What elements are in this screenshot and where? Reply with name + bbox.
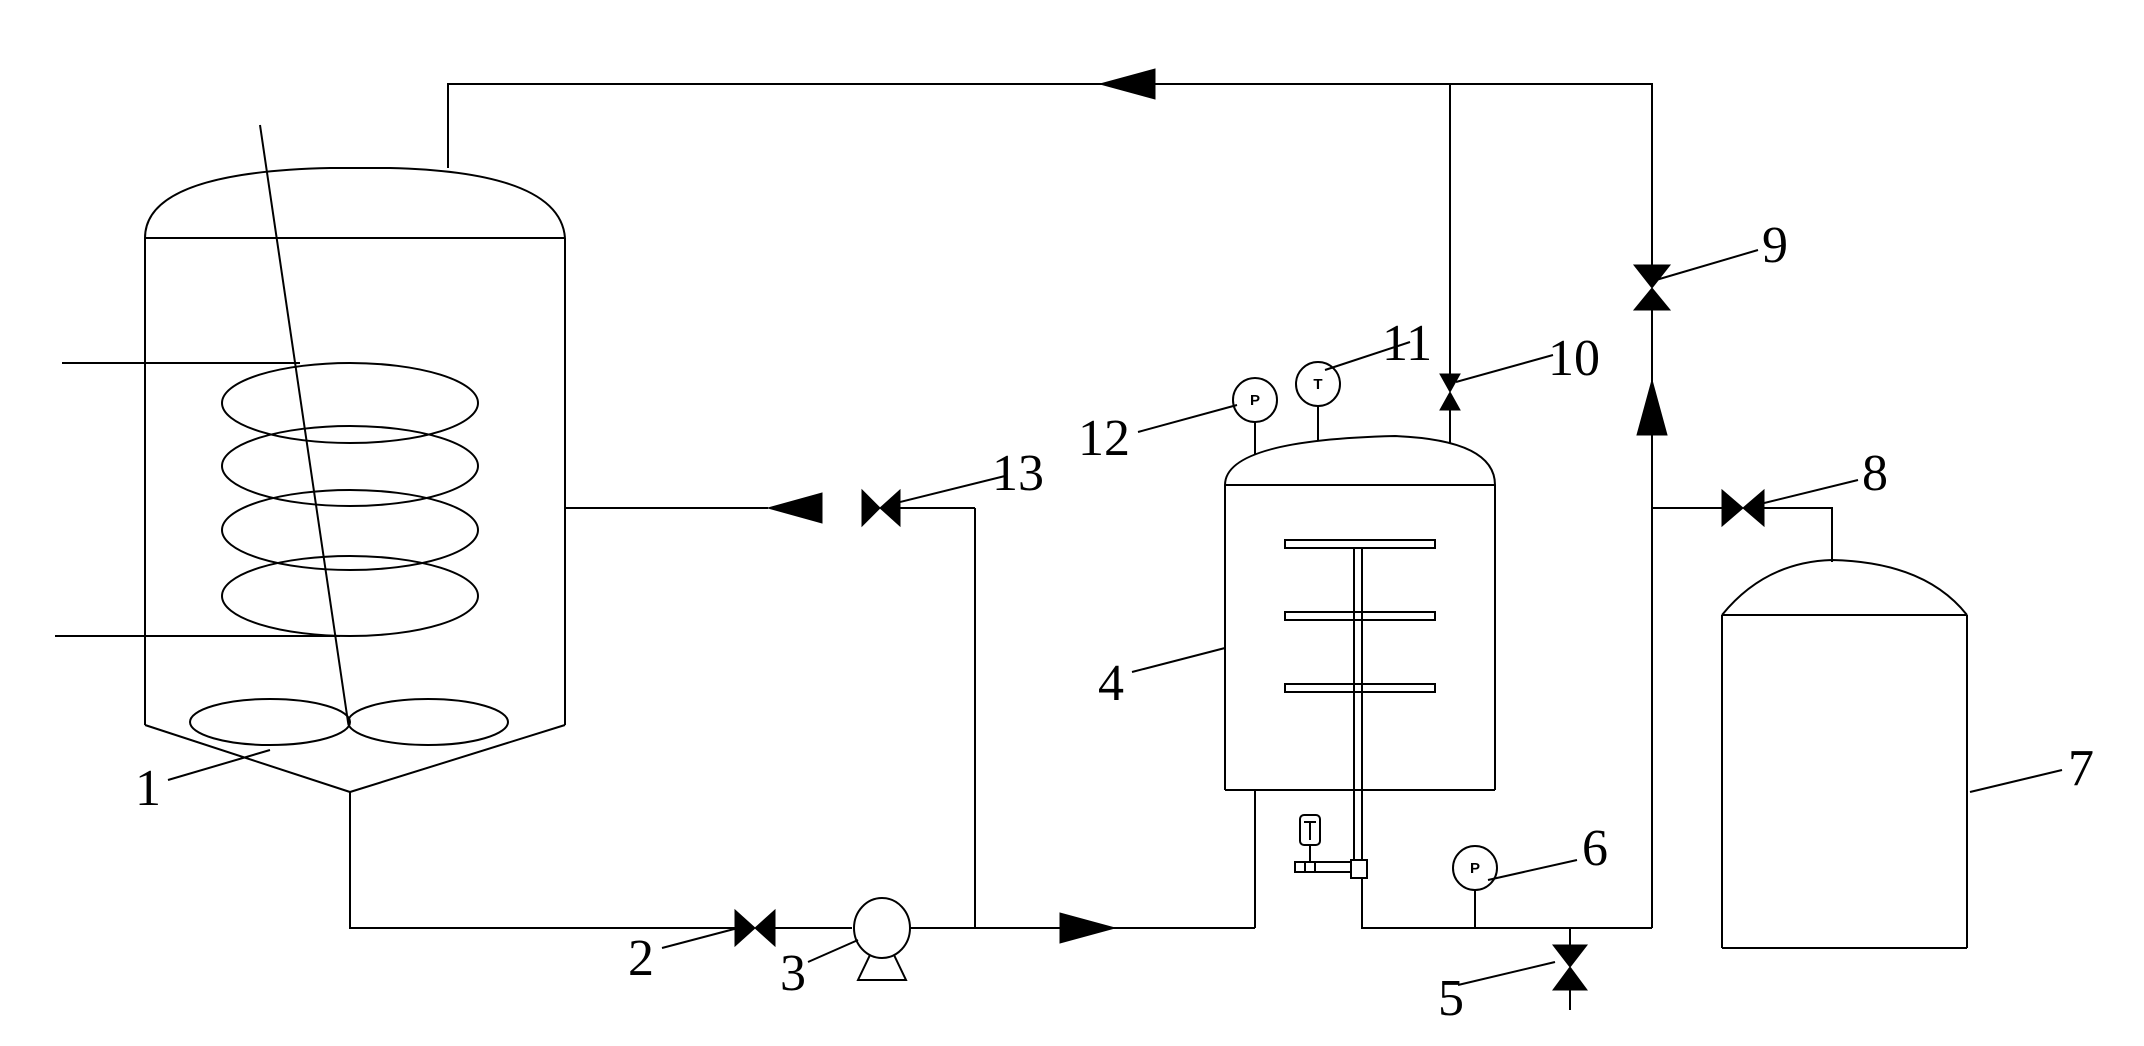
pressure-gauge-6: P xyxy=(1452,845,1498,928)
valve-5 xyxy=(1551,944,1589,991)
flow-arrow-right-bottom xyxy=(1059,912,1117,944)
label-4: 4 xyxy=(1098,655,1124,712)
label-13: 13 xyxy=(992,445,1044,502)
valve-9 xyxy=(1632,264,1672,311)
flow-arrow-left-middle xyxy=(766,492,823,524)
label-8: 8 xyxy=(1862,445,1888,502)
label-1: 1 xyxy=(135,760,161,817)
tank-1 xyxy=(144,167,566,793)
piping xyxy=(349,83,1833,1010)
label-3: 3 xyxy=(780,945,806,1002)
gauge-symbol: P xyxy=(1470,860,1480,877)
heating-coil xyxy=(55,362,479,637)
bottom-distributors xyxy=(189,698,509,746)
motor xyxy=(1294,814,1352,873)
label-9: 9 xyxy=(1762,217,1788,274)
temperature-gauge-11: T xyxy=(1295,361,1341,440)
label-12: 12 xyxy=(1078,410,1130,467)
pump-3 xyxy=(853,897,911,981)
flow-arrow-up-riser xyxy=(1636,378,1668,436)
label-7: 7 xyxy=(2068,740,2094,797)
flow-arrows xyxy=(766,68,1668,944)
gauge-symbol: P xyxy=(1250,392,1260,409)
tank-1-diagonal-shaft xyxy=(259,124,349,723)
agitator xyxy=(1284,539,1436,879)
flow-arrow-left-top xyxy=(1098,68,1156,100)
valve-13 xyxy=(861,488,901,528)
label-10: 10 xyxy=(1548,330,1600,387)
pressure-gauge-12: P xyxy=(1232,377,1278,455)
label-6: 6 xyxy=(1582,820,1608,877)
reactor-4 xyxy=(1224,434,1496,791)
gauge-symbol: T xyxy=(1313,376,1322,393)
leader-lines xyxy=(167,249,2063,986)
label-2: 2 xyxy=(628,930,654,987)
labels: 1 2 3 4 5 6 7 8 9 10 11 12 13 xyxy=(135,217,2094,1027)
valve-8 xyxy=(1721,488,1765,528)
valve-2 xyxy=(734,908,776,948)
label-11: 11 xyxy=(1382,315,1432,372)
valve-10 xyxy=(1439,373,1461,411)
label-5: 5 xyxy=(1438,970,1464,1027)
agitator-coupling xyxy=(1350,859,1368,879)
tank-7 xyxy=(1721,558,1968,949)
